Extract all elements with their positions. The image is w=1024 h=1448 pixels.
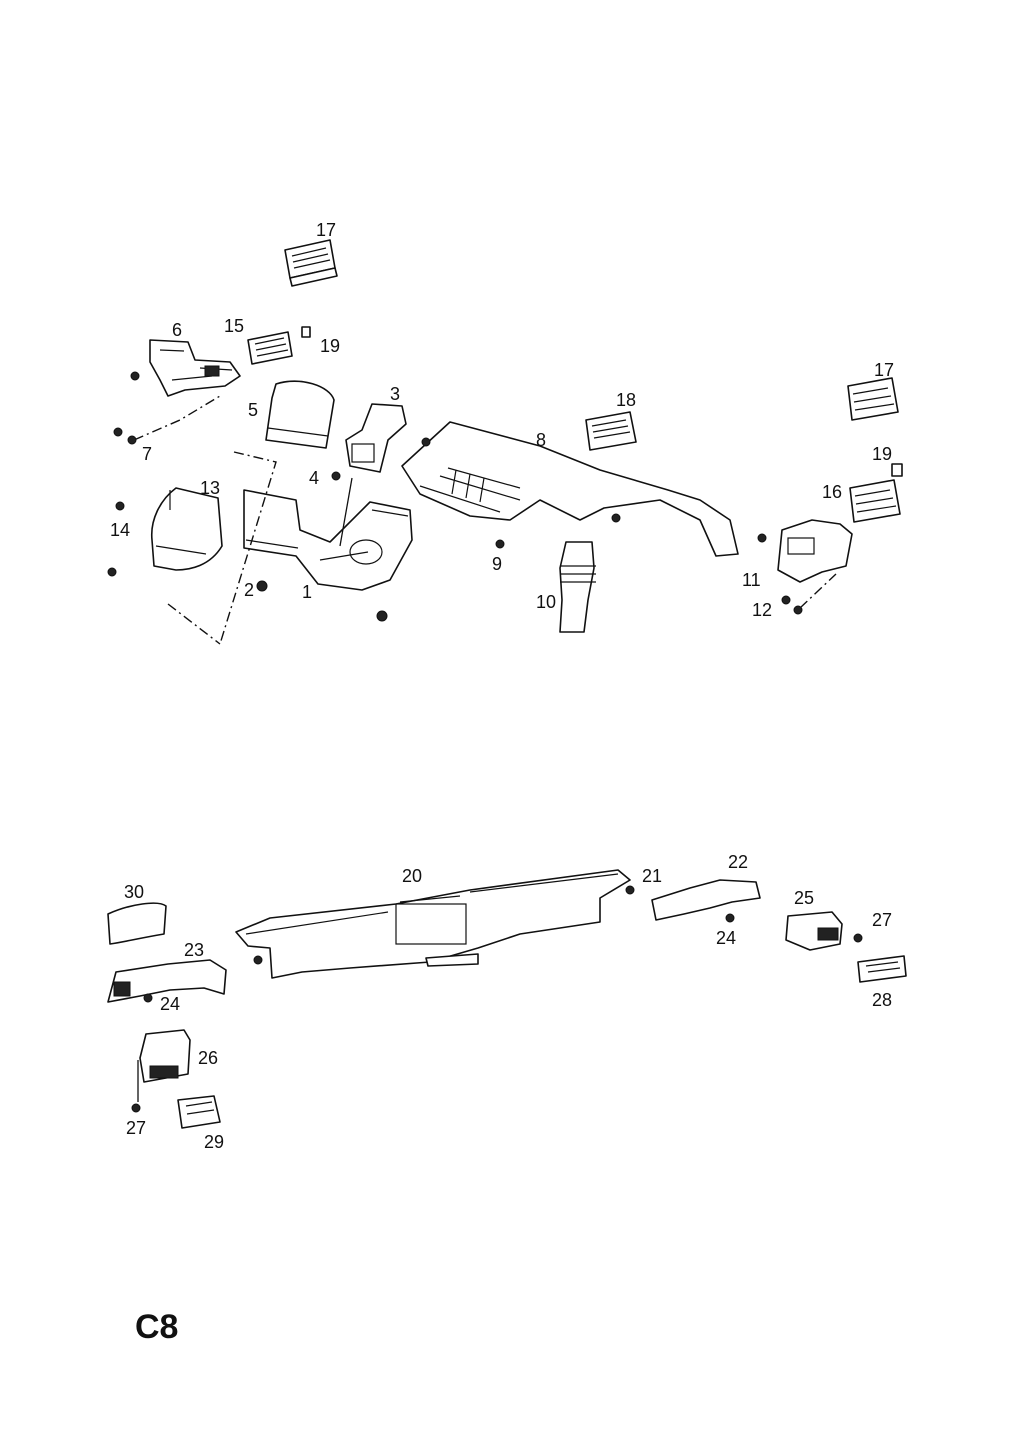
duct-part-8 <box>401 421 739 557</box>
nozzle-part-11 <box>777 519 853 583</box>
callout-labels: 17 6 15 19 5 3 7 13 4 14 2 1 8 18 9 10 1… <box>110 220 894 1152</box>
callout-24-right: 24 <box>716 928 736 948</box>
duct-part-13 <box>151 487 223 571</box>
leader-line-3-to-1 <box>339 477 353 547</box>
callout-17: 17 <box>316 220 336 240</box>
duct-part-1 <box>243 489 413 591</box>
nozzle-part-25 <box>785 911 843 951</box>
vent-part-16 <box>849 479 901 523</box>
duct-part-22 <box>651 879 761 921</box>
callout-9: 9 <box>492 554 502 574</box>
vent-part-29 <box>177 1095 221 1129</box>
callout-13: 13 <box>200 478 220 498</box>
callout-24-left: 24 <box>160 994 180 1014</box>
callout-3: 3 <box>390 384 400 404</box>
callout-25: 25 <box>794 888 814 908</box>
callout-16: 16 <box>822 482 842 502</box>
screw-group-upper <box>107 371 803 622</box>
leader-line-13-to-1 <box>167 451 277 645</box>
callout-14: 14 <box>110 520 130 540</box>
callout-22: 22 <box>728 852 748 872</box>
callout-1: 1 <box>302 582 312 602</box>
callout-19-right: 19 <box>872 444 892 464</box>
screw-group-lower <box>131 885 863 1113</box>
callout-18: 18 <box>616 390 636 410</box>
callout-6: 6 <box>172 320 182 340</box>
section-code: C8 <box>135 1308 179 1346</box>
callout-12: 12 <box>752 600 772 620</box>
callout-29: 29 <box>204 1132 224 1152</box>
callout-15: 15 <box>224 316 244 336</box>
vent-part-15 <box>247 331 293 365</box>
callout-28: 28 <box>872 990 892 1010</box>
duct-part-23 <box>107 959 227 1003</box>
duct-part-3 <box>345 403 407 473</box>
callout-7: 7 <box>142 444 152 464</box>
callout-2: 2 <box>244 580 254 600</box>
duct-part-20 <box>235 869 631 979</box>
callout-10: 10 <box>536 592 556 612</box>
vent-part-18 <box>585 411 637 451</box>
clip-part-19-upper-left <box>301 326 311 338</box>
callout-27-right: 27 <box>872 910 892 930</box>
callout-8: 8 <box>536 430 546 450</box>
callout-30: 30 <box>124 882 144 902</box>
panel-part-30 <box>107 902 167 945</box>
duct-part-5 <box>265 380 335 449</box>
clip-part-19-right <box>891 463 903 477</box>
nozzle-part-6 <box>149 339 241 397</box>
callout-26: 26 <box>198 1048 218 1068</box>
duct-part-10 <box>559 541 596 633</box>
vent-part-28 <box>857 955 907 983</box>
callout-19: 19 <box>320 336 340 356</box>
callout-11: 11 <box>742 570 761 590</box>
vent-part-17-right <box>847 377 899 421</box>
callout-17-right: 17 <box>874 360 894 380</box>
callout-23: 23 <box>184 940 204 960</box>
callout-5: 5 <box>248 400 258 420</box>
vent-part-17-top <box>284 239 338 287</box>
callout-4: 4 <box>309 468 319 488</box>
leader-line-7 <box>133 395 221 441</box>
callout-27-left: 27 <box>126 1118 146 1138</box>
leader-line-12 <box>799 573 837 609</box>
callout-21: 21 <box>642 866 662 886</box>
callout-20: 20 <box>402 866 422 886</box>
nozzle-part-26 <box>139 1029 191 1083</box>
